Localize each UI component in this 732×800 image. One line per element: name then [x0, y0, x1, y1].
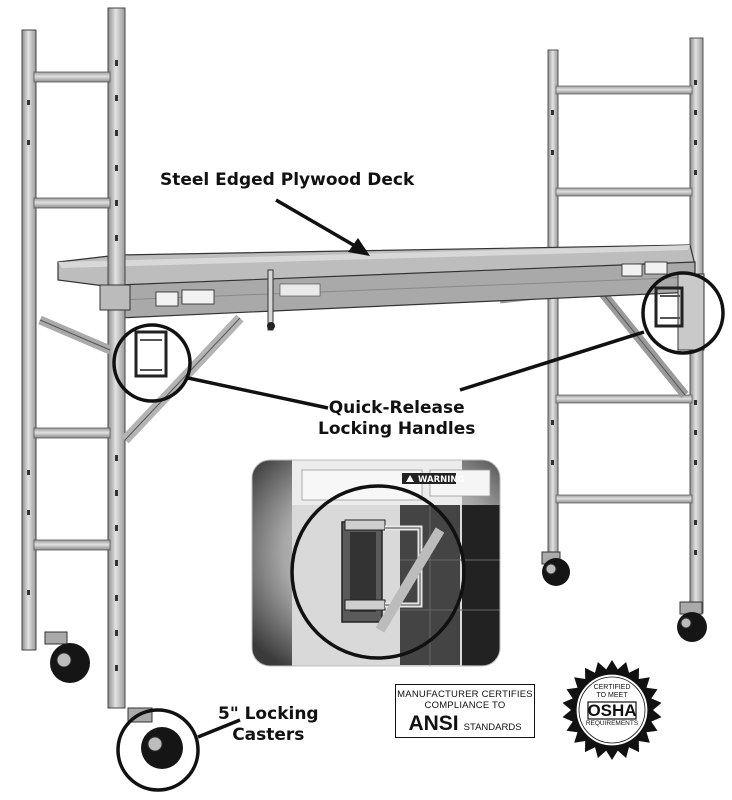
osha-line2: TO MEET [596, 692, 628, 699]
ansi-mark: ANSI [408, 712, 459, 735]
casters-callout: 5" Locking Casters [218, 704, 319, 746]
osha-mark: OSHA [587, 701, 637, 720]
right-locking-handle [654, 273, 705, 351]
caster-callout-circle [116, 708, 200, 792]
left-end-frame [21, 7, 244, 709]
right-end-frame [499, 37, 704, 614]
casters-callout-line1: 5" Locking [218, 704, 319, 724]
deck-callout-text: Steel Edged Plywood Deck [160, 170, 415, 190]
handles-callout-line1: Quick-Release [328, 398, 465, 418]
handles-callout: Quick-Release Locking Handles [318, 398, 475, 440]
handle-callout-circle-right [641, 271, 725, 355]
handles-callout-line2: Locking Handles [318, 419, 476, 439]
ansi-suffix: STANDARDS [463, 722, 522, 733]
casters-callout-line2: Casters [232, 725, 305, 745]
inset-closeup: WARNING [251, 459, 501, 667]
deck-callout: Steel Edged Plywood Deck [160, 170, 414, 191]
plywood-deck [57, 244, 696, 331]
handle-callout-circle-left [112, 323, 192, 403]
ansi-badge-line1: MANUFACTURER CERTIFIES [397, 689, 533, 700]
ansi-badge-line2: COMPLIANCE TO [424, 700, 506, 711]
ansi-badge-row: ANSI STANDARDS [396, 713, 534, 735]
osha-line3: REQUIREMENTS [585, 720, 639, 727]
warning-triangle-icon [406, 475, 414, 482]
ansi-badge: MANUFACTURER CERTIFIES COMPLIANCE TO ANS… [395, 684, 535, 738]
inset-warning-label: WARNING [418, 475, 465, 485]
caster-front-left [44, 631, 90, 683]
osha-seal: CERTIFIED TO MEET OSHA REQUIREMENTS [572, 676, 652, 728]
osha-line1: CERTIFIED [593, 684, 631, 691]
caster-back-right [677, 601, 707, 642]
caster-back-left [541, 551, 570, 586]
leader-lines [187, 198, 645, 739]
